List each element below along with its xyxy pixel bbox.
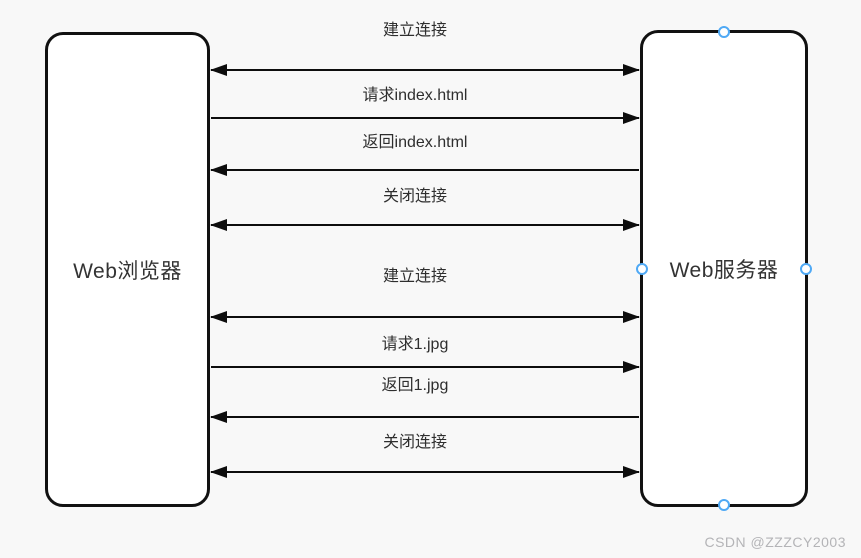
message-arrow-return-index[interactable] bbox=[210, 164, 640, 176]
watermark: CSDN @ZZZCY2003 bbox=[704, 534, 846, 550]
arrowhead-right-icon bbox=[623, 64, 640, 76]
message-label-establish-1: 建立连接 bbox=[382, 22, 447, 39]
arrowhead-right-icon bbox=[623, 361, 640, 373]
message-label-return-jpg: 返回1.jpg bbox=[381, 377, 449, 394]
message-arrow-close-2[interactable] bbox=[210, 466, 640, 478]
connection-handle-top-icon[interactable] bbox=[718, 26, 730, 38]
arrow-line bbox=[211, 224, 639, 226]
connection-handle-right-icon[interactable] bbox=[800, 262, 812, 275]
message-label-close-1: 关闭连接 bbox=[382, 188, 447, 205]
message-arrow-request-jpg[interactable] bbox=[210, 361, 640, 373]
message-arrow-return-jpg[interactable] bbox=[210, 411, 640, 423]
message-arrow-close-1[interactable] bbox=[210, 219, 640, 231]
message-label-establish-2: 建立连接 bbox=[382, 268, 447, 285]
node-web-server-label: Web服务器 bbox=[669, 258, 779, 282]
arrow-line bbox=[211, 471, 639, 473]
connection-handle-left-icon[interactable] bbox=[636, 262, 648, 275]
arrow-line bbox=[211, 416, 639, 418]
arrowhead-right-icon bbox=[623, 466, 640, 478]
arrow-line bbox=[211, 366, 639, 368]
arrow-line bbox=[211, 169, 639, 171]
message-arrow-establish-1[interactable] bbox=[210, 64, 640, 76]
message-arrow-request-index[interactable] bbox=[210, 112, 640, 124]
message-label-close-2: 关闭连接 bbox=[382, 434, 447, 451]
arrowhead-right-icon bbox=[623, 219, 640, 231]
arrow-line bbox=[211, 316, 639, 318]
node-web-server[interactable]: Web服务器 bbox=[636, 26, 812, 511]
arrowhead-right-icon bbox=[623, 112, 640, 124]
node-web-browser[interactable]: Web浏览器 bbox=[45, 32, 210, 507]
message-label-request-jpg: 请求1.jpg bbox=[381, 336, 449, 353]
message-arrow-establish-2[interactable] bbox=[210, 311, 640, 323]
message-label-return-index: 返回index.html bbox=[362, 134, 468, 151]
arrow-line bbox=[211, 69, 639, 71]
arrow-line bbox=[211, 117, 639, 119]
message-label-request-index: 请求index.html bbox=[362, 87, 468, 104]
node-web-browser-label: Web浏览器 bbox=[73, 259, 182, 283]
connection-handle-bottom-icon[interactable] bbox=[718, 499, 730, 511]
arrowhead-right-icon bbox=[623, 311, 640, 323]
